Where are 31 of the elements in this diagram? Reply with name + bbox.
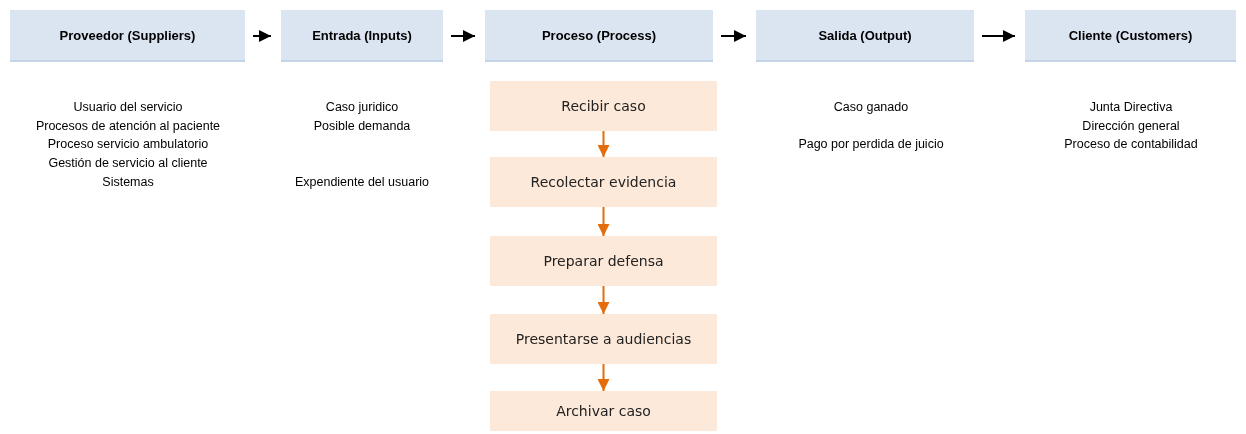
column-header: Entrada (Inputs) [281, 10, 443, 62]
process-step-box: Archivar caso [490, 391, 717, 431]
arrow [252, 30, 272, 42]
process-step-box: Preparar defensa [490, 236, 717, 286]
column-item-text: Posible demanda [313, 119, 411, 134]
column-item-text: Proceso de contabilidad [1064, 137, 1198, 152]
arrow [597, 285, 610, 315]
column-item-text: Pago por perdida de juicio [798, 137, 944, 152]
arrow [597, 206, 610, 237]
arrow [450, 30, 476, 42]
arrow [981, 30, 1016, 42]
column-item-text: Dirección general [1082, 119, 1180, 134]
column-header: Proveedor (Suppliers) [10, 10, 245, 62]
process-step-box: Recolectar evidencia [490, 157, 717, 207]
column-item-text: Gestión de servicio al cliente [48, 156, 208, 171]
process-step-box: Recibir caso [490, 81, 717, 131]
column-item-text: Caso ganado [833, 100, 909, 115]
column-header: Salida (Output) [756, 10, 974, 62]
arrow [597, 363, 610, 392]
column-item-text: Expendiente del usuario [294, 175, 430, 190]
column-header: Proceso (Process) [485, 10, 713, 62]
arrow [597, 130, 610, 158]
column-item-text: Sistemas [102, 175, 154, 190]
arrow [720, 30, 747, 42]
column-item-text: Caso juridico [325, 100, 399, 115]
column-item-text: Proceso servicio ambulatorio [47, 137, 209, 152]
column-item-text: Junta Directiva [1089, 100, 1173, 115]
column-item-text: Procesos de atención al paciente [35, 119, 221, 134]
process-step-box: Presentarse a audiencias [490, 314, 717, 364]
column-header: Cliente (Customers) [1025, 10, 1236, 62]
column-item-text: Usuario del servicio [73, 100, 183, 115]
